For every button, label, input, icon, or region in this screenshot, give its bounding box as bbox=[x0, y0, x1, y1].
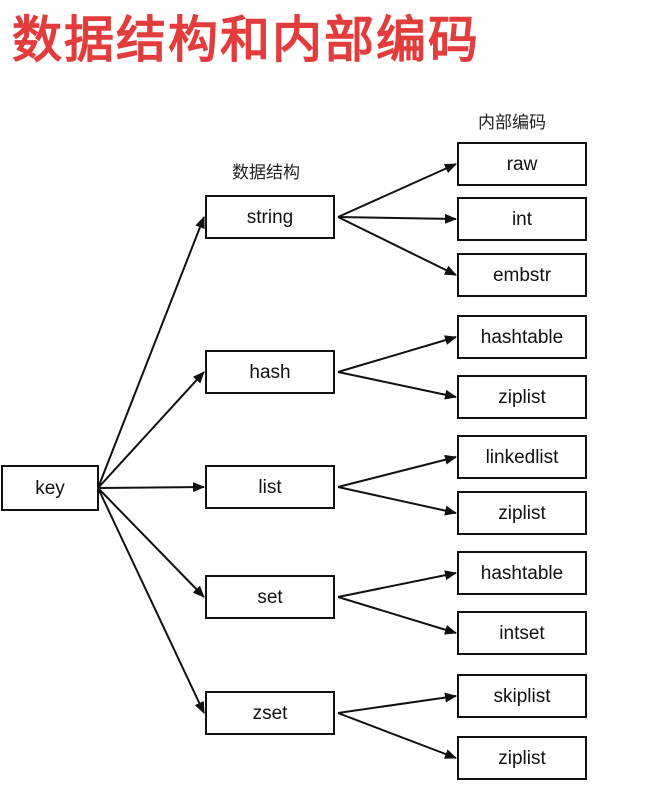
node-structure-list: list bbox=[205, 465, 335, 509]
node-key: key bbox=[1, 465, 99, 511]
edge-key-to-set bbox=[97, 487, 205, 598]
edge-zset-to-skiplist bbox=[337, 692, 457, 714]
node-encoding-set-hashtable-box bbox=[457, 551, 587, 595]
node-structure-zset: zset bbox=[205, 691, 335, 735]
node-structure-set: set bbox=[205, 575, 335, 619]
node-layer: key string raw int embstr hash hashtable ziplis… bbox=[1, 142, 587, 780]
node-key-box bbox=[1, 465, 99, 511]
node-structure-hash: hash bbox=[205, 350, 335, 394]
node-encoding-set-intset-box bbox=[457, 611, 587, 655]
node-encoding-list-ziplist: ziplist bbox=[457, 491, 587, 535]
encoding-column-header: 内部编码 bbox=[478, 113, 546, 133]
node-structure-list-box bbox=[205, 465, 335, 509]
node-encoding-hash-hashtable-box bbox=[457, 315, 587, 359]
node-encoding-list-ziplist-label: ziplist bbox=[498, 503, 546, 524]
edge-set-to-intset bbox=[337, 596, 457, 635]
node-key-label: key bbox=[35, 478, 65, 499]
node-encoding-list-linkedlist-label: linkedlist bbox=[486, 447, 560, 468]
edge-string-to-raw bbox=[337, 163, 457, 218]
edge-hash-to-hashtable bbox=[337, 335, 457, 373]
node-encoding-set-hashtable-label: hashtable bbox=[481, 563, 563, 584]
node-structure-zset-label: zset bbox=[253, 703, 289, 724]
node-encoding-string-raw: raw bbox=[457, 142, 587, 186]
node-encoding-list-linkedlist: linkedlist bbox=[457, 435, 587, 479]
node-structure-set-box bbox=[205, 575, 335, 619]
node-structure-hash-label: hash bbox=[249, 362, 290, 383]
node-structure-string: string bbox=[205, 195, 335, 239]
node-encoding-hash-ziplist-box bbox=[457, 375, 587, 419]
edge-hash-to-ziplist bbox=[337, 371, 457, 400]
node-structure-hash-box bbox=[205, 350, 335, 394]
node-encoding-zset-ziplist-box bbox=[457, 736, 587, 780]
node-encoding-zset-skiplist-box bbox=[457, 674, 587, 718]
edge-key-to-zset bbox=[97, 487, 205, 714]
node-encoding-string-int: int bbox=[457, 197, 587, 241]
structure-column-header: 数据结构 bbox=[232, 163, 300, 183]
edge-string-to-embstr bbox=[337, 216, 457, 276]
node-encoding-string-embstr-label: embstr bbox=[493, 265, 552, 286]
node-structure-string-box bbox=[205, 195, 335, 239]
edge-list-to-ziplist bbox=[337, 486, 457, 516]
edge-key-to-string bbox=[97, 216, 205, 489]
node-encoding-string-embstr: embstr bbox=[457, 253, 587, 297]
node-encoding-set-intset: intset bbox=[457, 611, 587, 655]
node-structure-string-label: string bbox=[247, 207, 293, 228]
node-encoding-list-ziplist-box bbox=[457, 491, 587, 535]
edge-list-to-linkedlist bbox=[337, 454, 457, 488]
node-encoding-zset-skiplist-label: skiplist bbox=[493, 686, 551, 707]
node-encoding-string-raw-label: raw bbox=[507, 154, 538, 175]
node-encoding-zset-skiplist: skiplist bbox=[457, 674, 587, 718]
node-encoding-string-int-label: int bbox=[512, 209, 533, 230]
node-encoding-set-intset-label: intset bbox=[499, 623, 545, 644]
edge-set-to-hashtable bbox=[337, 570, 457, 598]
edge-layer bbox=[97, 163, 457, 759]
node-encoding-string-embstr-box bbox=[457, 253, 587, 297]
node-structure-zset-box bbox=[205, 691, 335, 735]
node-encoding-hash-hashtable: hashtable bbox=[457, 315, 587, 359]
node-encoding-hash-hashtable-label: hashtable bbox=[481, 327, 563, 348]
node-encoding-list-linkedlist-box bbox=[457, 435, 587, 479]
node-encoding-set-hashtable: hashtable bbox=[457, 551, 587, 595]
edge-string-to-int bbox=[337, 213, 457, 224]
node-encoding-hash-ziplist: ziplist bbox=[457, 375, 587, 419]
node-structure-list-label: list bbox=[258, 477, 282, 498]
node-encoding-string-int-box bbox=[457, 197, 587, 241]
edge-zset-to-ziplist bbox=[337, 712, 457, 759]
edge-key-to-list bbox=[97, 482, 205, 493]
node-encoding-hash-ziplist-label: ziplist bbox=[498, 387, 546, 408]
node-encoding-string-raw-box bbox=[457, 142, 587, 186]
node-encoding-zset-ziplist: ziplist bbox=[457, 736, 587, 780]
edge-key-to-hash bbox=[97, 371, 205, 489]
page-title: 数据结构和内部编码 bbox=[12, 11, 480, 69]
node-structure-set-label: set bbox=[257, 587, 283, 608]
node-encoding-zset-ziplist-label: ziplist bbox=[498, 748, 546, 769]
